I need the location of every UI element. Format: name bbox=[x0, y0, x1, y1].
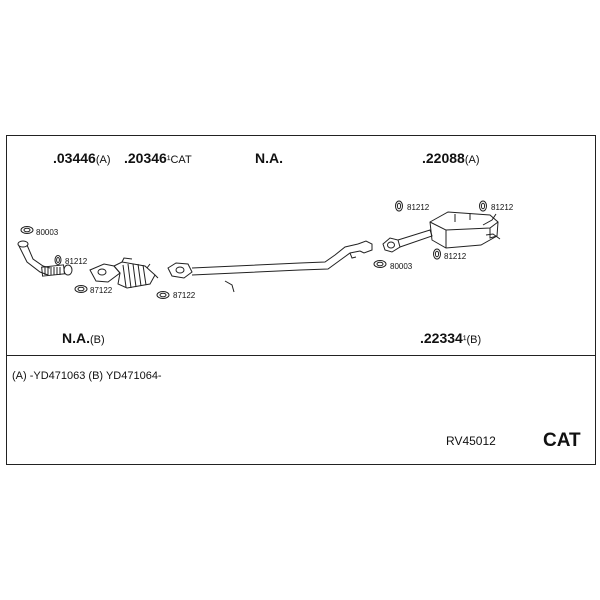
part-number-80003-left: 80003 bbox=[36, 228, 59, 237]
variant-notes: (A) -YD471063 (B) YD471064- bbox=[12, 370, 162, 382]
reference-number: RV45012 bbox=[446, 434, 496, 448]
gasket-87122-left bbox=[74, 285, 88, 293]
part-label-22088: .22088(A) bbox=[422, 150, 480, 166]
front-pipe bbox=[17, 240, 73, 277]
part-label-na-top: N.A. bbox=[255, 150, 283, 166]
part-number-81212-rear-right: 81212 bbox=[491, 203, 514, 212]
rear-silencer bbox=[382, 211, 501, 253]
part-number-80003-right: 80003 bbox=[390, 262, 413, 271]
ring-81212-rear-bottom bbox=[433, 248, 441, 260]
part-number-87122-mid: 87122 bbox=[173, 291, 196, 300]
gasket-87122-mid bbox=[156, 291, 170, 299]
gasket-80003-left bbox=[20, 226, 34, 234]
ring-81212-rear-left bbox=[395, 200, 403, 212]
ring-81212-rear-right bbox=[479, 200, 487, 212]
part-label-20346: .20346¹CAT bbox=[124, 150, 192, 166]
cat-badge: CAT bbox=[543, 430, 581, 451]
part-label-na-bottom: N.A.(B) bbox=[62, 330, 105, 346]
part-number-81212-rear-left: 81212 bbox=[407, 203, 430, 212]
catalytic-converter bbox=[89, 257, 159, 289]
ring-81212-left bbox=[54, 255, 62, 265]
part-label-22334: .22334¹(B) bbox=[420, 330, 482, 346]
part-number-87122-left: 87122 bbox=[90, 286, 113, 295]
notes-divider bbox=[6, 355, 596, 356]
middle-pipe bbox=[167, 240, 373, 293]
part-number-81212-rear-bottom: 81212 bbox=[444, 252, 467, 261]
gasket-80003-right bbox=[373, 260, 387, 268]
part-label-03446: .03446(A) bbox=[53, 150, 111, 166]
part-number-81212-left: 81212 bbox=[65, 257, 88, 266]
diagram-frame bbox=[6, 135, 596, 465]
